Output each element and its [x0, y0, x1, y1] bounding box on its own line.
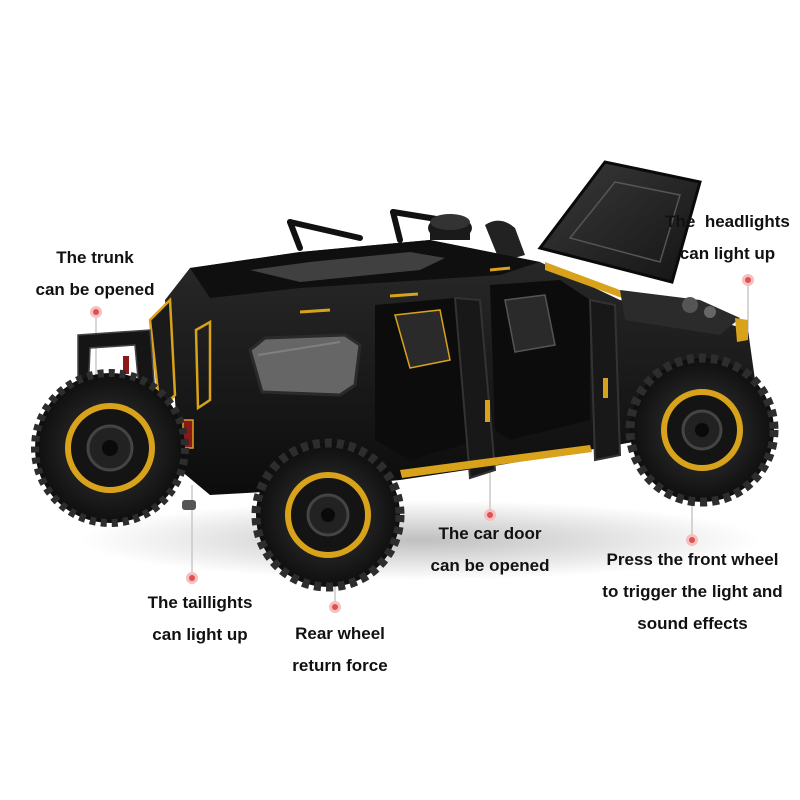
sunroof [250, 252, 445, 282]
toy-car [31, 160, 779, 592]
headlight [735, 318, 748, 342]
rear-wheel [251, 438, 405, 592]
callout-front-wheel: Press the front wheel to trigger the lig… [585, 544, 800, 640]
callout-trunk-line2: can be opened [35, 280, 155, 299]
seat-rear [394, 309, 451, 369]
marker-dots [90, 274, 754, 613]
callout-taillights-line2: can light up [152, 625, 248, 644]
marker-taillights [186, 572, 198, 584]
callout-front-wheel-line1: Press the front wheel [606, 550, 779, 569]
side-window [248, 333, 362, 397]
callout-front-wheel-line3: sound effects [637, 614, 748, 633]
marker-car-door [484, 509, 496, 521]
callout-rear-wheel: Rear wheel return force [270, 618, 410, 682]
callout-trunk-line1: The trunk [56, 248, 134, 267]
callout-car-door: The car door can be opened [415, 518, 565, 582]
marker-rear-wheel [329, 601, 341, 613]
seat-front [504, 294, 556, 353]
snorkel [485, 220, 525, 262]
open-hood [537, 160, 702, 284]
front-wheel [625, 353, 779, 507]
callout-trunk: The trunk can be opened [20, 242, 170, 306]
ground-shadow [80, 500, 760, 580]
callout-car-door-line1: The car door [438, 524, 542, 543]
exhaust-pipe [182, 500, 196, 510]
marker-headlights [742, 274, 754, 286]
callout-taillights: The taillights can light up [125, 587, 275, 651]
callout-taillights-line1: The taillights [147, 593, 253, 612]
callout-headlights-line1: The headlights [665, 212, 790, 231]
engine-bay [620, 290, 740, 335]
callout-headlights: The headlights can light up [655, 206, 800, 270]
marker-trunk [90, 306, 102, 318]
callout-front-wheel-line2: to trigger the light and [602, 582, 783, 601]
side-step [400, 445, 592, 478]
callout-car-door-line2: can be opened [430, 556, 550, 575]
spare-tire [31, 369, 189, 527]
marker-front-wheel [686, 534, 698, 546]
callout-headlights-line2: can light up [679, 244, 776, 263]
callout-rear-wheel-line1: Rear wheel [295, 624, 385, 643]
rear-door-open [453, 296, 497, 480]
callout-rear-wheel-line2: return force [292, 656, 388, 675]
